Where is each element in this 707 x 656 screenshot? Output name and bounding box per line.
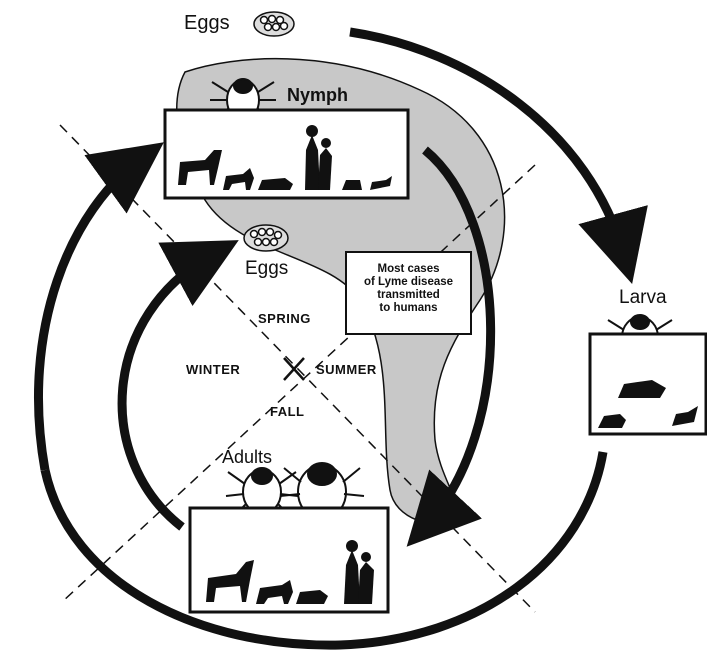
- eggs-top-label: Eggs: [184, 12, 230, 34]
- season-spring-label: SPRING: [258, 311, 311, 326]
- adult-tick-icon-1: [225, 467, 299, 519]
- note-line-4: to humans: [379, 302, 438, 314]
- eggs-center-label: Eggs: [245, 258, 289, 279]
- arrow-larva-to-bottom: [40, 451, 608, 650]
- lyme-transmission-note: Most cases of Lyme disease transmitted t…: [345, 251, 472, 335]
- nymph-hosts-silhouettes: [178, 125, 392, 190]
- adults-hosts-silhouettes: [206, 540, 374, 604]
- larva-label: Larva: [619, 287, 667, 308]
- arrow-eggs-to-larva: [349, 27, 648, 285]
- note-line-2: of Lyme disease: [363, 276, 454, 288]
- arrow-nymph-to-adults: [406, 146, 496, 547]
- eggs-cluster-center-icon: [243, 224, 289, 252]
- season-divider-2: [61, 164, 536, 603]
- nymph-label: Nymph: [287, 85, 349, 105]
- arrow-adults-to-eggs: [117, 240, 239, 531]
- note-line-1: Most cases: [377, 263, 440, 275]
- adults-label: Adults: [222, 447, 273, 467]
- arrow-left-to-nymph: [34, 142, 164, 471]
- season-fall-label: FALL: [270, 404, 305, 419]
- season-summer-label: SUMMER: [316, 362, 377, 377]
- larva-hosts-silhouettes: [598, 380, 698, 428]
- eggs-cluster-top-icon: [253, 11, 295, 37]
- season-winter-label: WINTER: [186, 362, 241, 377]
- season-cross-mark: [283, 357, 305, 381]
- note-line-3: transmitted: [377, 289, 440, 301]
